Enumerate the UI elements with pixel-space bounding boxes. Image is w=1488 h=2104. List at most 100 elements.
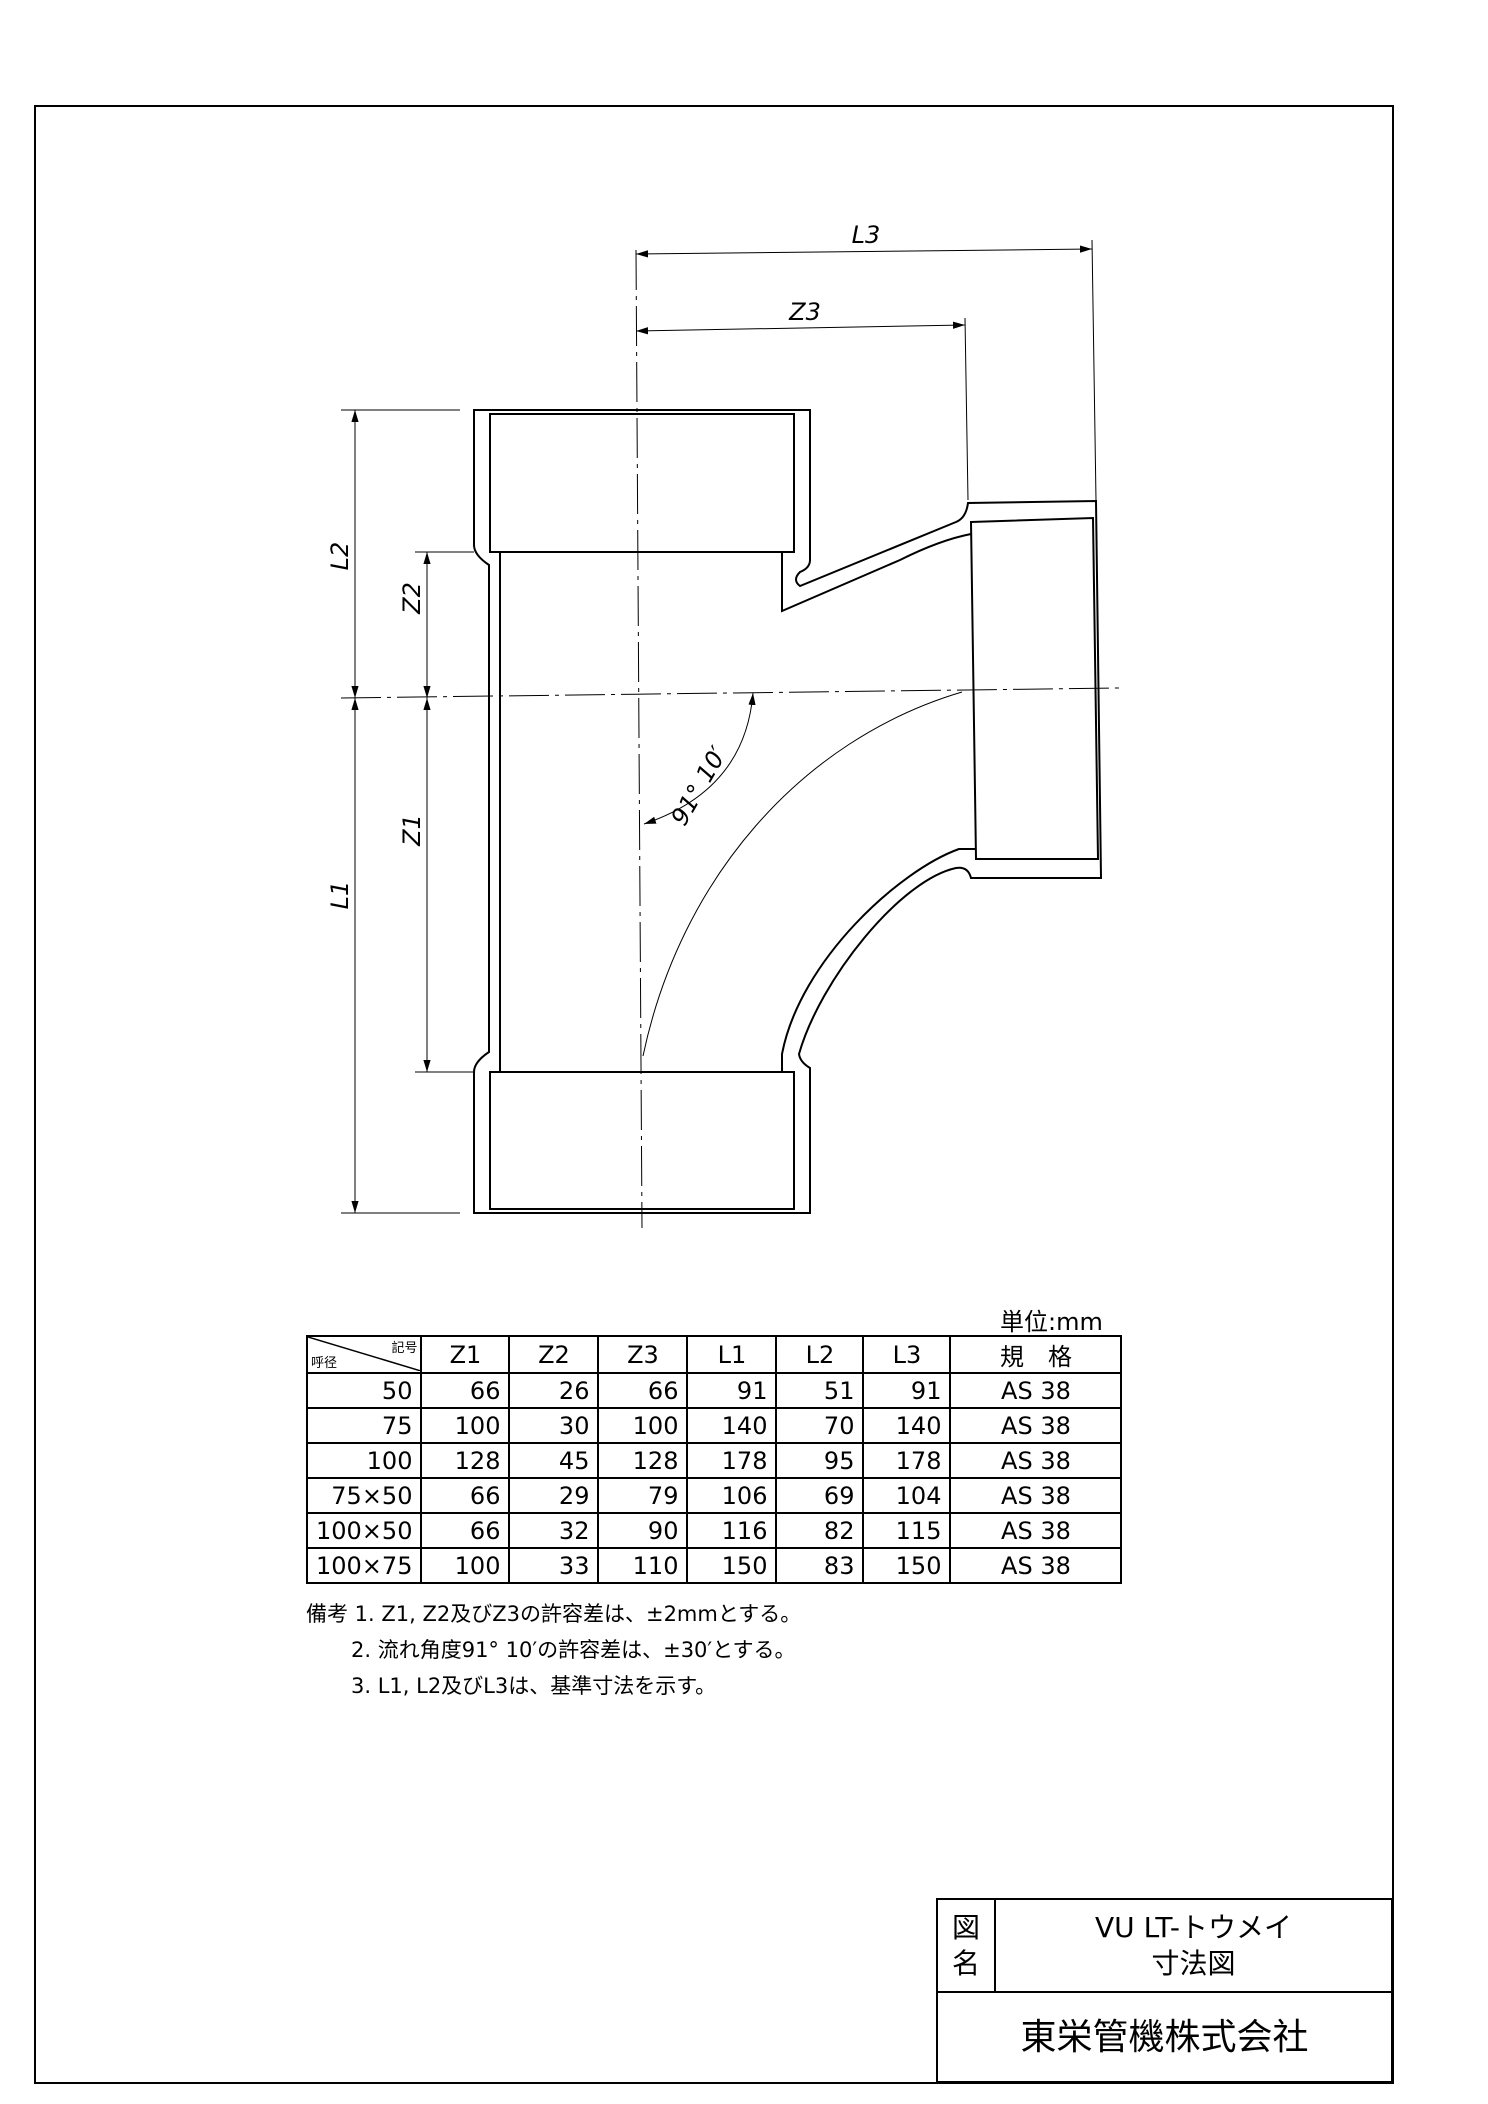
table-cell: 110: [597, 1547, 689, 1584]
table-cell: 150: [862, 1547, 952, 1584]
table-cell: 95: [775, 1442, 865, 1479]
dim-label-Z3: Z3: [788, 298, 821, 326]
table-cell: 140: [686, 1407, 778, 1444]
corner-diagonal: [308, 1337, 421, 1371]
table-cell: 66: [597, 1372, 689, 1409]
table-cell: AS 38: [949, 1442, 1123, 1479]
angle-label: 91° 10′: [665, 741, 733, 830]
table-cell: 115: [862, 1512, 952, 1549]
branch-socket: [969, 516, 1100, 860]
vertical-centerline: [635, 249, 643, 1229]
table-cell: 140: [862, 1407, 952, 1444]
dim-line-L3: [635, 245, 1093, 258]
drawing-name-line2: 寸法図: [1151, 1947, 1236, 1980]
table-cell: 104: [862, 1477, 952, 1514]
title-label-char: 図: [951, 1911, 980, 1944]
table-cell: 116: [686, 1512, 778, 1549]
title-label: 図 名: [938, 1900, 996, 1993]
table-cell: 178: [862, 1442, 952, 1479]
table-cell: AS 38: [949, 1547, 1123, 1584]
table-corner-cell: 記号 呼径: [305, 1335, 423, 1374]
table-cell: 128: [420, 1442, 511, 1479]
unit-label: 単位:mm: [1000, 1308, 1103, 1336]
table-cell: 150: [686, 1547, 778, 1584]
table-cell: 91: [686, 1372, 778, 1409]
table-cell: 100: [420, 1407, 511, 1444]
table-cell: 178: [686, 1442, 778, 1479]
column-header: L3: [862, 1335, 952, 1374]
notes: 備考 1. Z1, Z2及びZ3の許容差は、±2mmとする。 2. 流れ角度91…: [306, 1596, 801, 1704]
note-2: 2. 流れ角度91° 10′の許容差は、±30′とする。: [351, 1638, 796, 1662]
table-cell: AS 38: [949, 1477, 1123, 1514]
table-cell: 75×50: [305, 1477, 423, 1514]
table-cell: 100: [597, 1407, 689, 1444]
table-cell: 50: [305, 1372, 423, 1409]
table-cell: 45: [508, 1442, 600, 1479]
column-header: L1: [686, 1335, 778, 1374]
column-header: Z2: [508, 1335, 600, 1374]
table-cell: 33: [508, 1547, 600, 1584]
title-label-char: 名: [951, 1947, 980, 1980]
table-cell: 51: [775, 1372, 865, 1409]
branch-upper-inner-wall: [781, 533, 972, 613]
table-cell: 75: [305, 1407, 423, 1444]
dim-label-L1: L1: [326, 881, 354, 910]
table-cell: 69: [775, 1477, 865, 1514]
branch-lower-inner-wall: [781, 848, 976, 1072]
column-header: 規 格: [949, 1335, 1123, 1374]
dim-label-Z1: Z1: [398, 814, 426, 847]
table-cell: 90: [597, 1512, 689, 1549]
table-cell: 82: [775, 1512, 865, 1549]
drawing-name: VU LT-トウメイ 寸法図: [996, 1900, 1391, 1993]
table-cell: AS 38: [949, 1512, 1123, 1549]
table-cell: 100: [420, 1547, 511, 1584]
table-cell: 26: [508, 1372, 600, 1409]
table-cell: 29: [508, 1477, 600, 1514]
table-cell: 128: [597, 1442, 689, 1479]
table-cell: AS 38: [949, 1372, 1123, 1409]
table-cell: 106: [686, 1477, 778, 1514]
table-cell: 79: [597, 1477, 689, 1514]
table-cell: 83: [775, 1547, 865, 1584]
note-1: 備考 1. Z1, Z2及びZ3の許容差は、±2mmとする。: [306, 1602, 802, 1626]
dim-label-Z2: Z2: [398, 582, 426, 615]
bottom-socket: [489, 1071, 795, 1210]
dim-line-Z3: [635, 321, 966, 335]
table-cell: 66: [420, 1477, 511, 1514]
fitting-outline: [473, 409, 1103, 1214]
drawing-frame: [34, 105, 1394, 2084]
table-cell: 30: [508, 1407, 600, 1444]
extension-line: [1091, 239, 1097, 501]
title-block: 図 名 VU LT-トウメイ 寸法図 東栄管機株式会社: [936, 1898, 1393, 2083]
angle-dim-arc: [643, 692, 756, 825]
dim-label-L2: L2: [326, 542, 354, 571]
drawing-name-line1: VU LT-トウメイ: [1095, 1911, 1292, 1944]
column-header: L2: [775, 1335, 865, 1374]
table-cell: AS 38: [949, 1407, 1123, 1444]
table-cell: 100×50: [305, 1512, 423, 1549]
table-cell: 66: [420, 1512, 511, 1549]
table-cell: 70: [775, 1407, 865, 1444]
corner-label-symbol: 記号: [391, 1341, 418, 1356]
hidden-flow-arc: [642, 691, 963, 1057]
table-cell: 100: [305, 1442, 423, 1479]
table-cell: 32: [508, 1512, 600, 1549]
column-header: Z3: [597, 1335, 689, 1374]
extension-line: [964, 317, 969, 501]
horizontal-centerline: [340, 687, 1120, 699]
company-name: 東栄管機株式会社: [1020, 2017, 1309, 2058]
table-cell: 100×75: [305, 1547, 423, 1584]
corner-label-size: 呼径: [311, 1356, 338, 1371]
note-3: 3. L1, L2及びL3は、基準寸法を示す。: [351, 1674, 717, 1698]
dim-label-L3: L3: [852, 221, 881, 249]
table-cell: 66: [420, 1372, 511, 1409]
